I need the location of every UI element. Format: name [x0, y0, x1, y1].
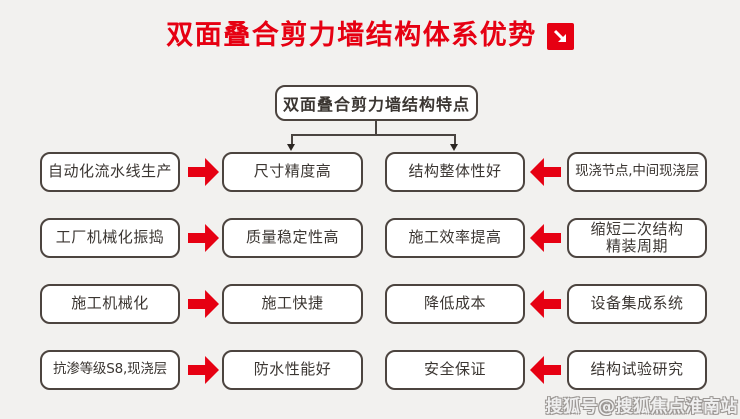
arrow-left-icon — [530, 224, 561, 252]
benefit-node-left: 尺寸精度高 — [222, 152, 363, 192]
row-2: 工厂机械化振捣 质量稳定性高 施工效率提高 缩短二次结构 精装周期 — [0, 218, 740, 258]
arrow-right-icon — [188, 290, 219, 318]
source-node-left: 工厂机械化振捣 — [40, 218, 180, 258]
connector-arrowhead-left-icon — [287, 144, 295, 151]
arrow-left-icon — [530, 158, 561, 186]
arrow-down-right-icon — [546, 22, 574, 50]
row-3: 施工机械化 施工快捷 降低成本 设备集成系统 — [0, 284, 740, 324]
benefit-node-right: 结构整体性好 — [385, 152, 525, 192]
connector-stub-left — [291, 134, 293, 144]
source-node-left: 抗渗等级S8,现浇层 — [40, 350, 180, 390]
page-title: 双面叠合剪力墙结构体系优势 — [166, 20, 537, 51]
arrow-right-icon — [188, 356, 219, 384]
arrow-left-icon — [530, 356, 561, 384]
connector-crossbar — [292, 134, 455, 136]
row-4: 抗渗等级S8,现浇层 防水性能好 安全保证 结构试验研究 — [0, 350, 740, 390]
benefit-node-right: 降低成本 — [385, 284, 525, 324]
arrow-left-icon — [530, 290, 561, 318]
benefit-node-right: 安全保证 — [385, 350, 525, 390]
benefit-node-right: 施工效率提高 — [385, 218, 525, 258]
source-node-right: 现浇节点,中间现浇层 — [567, 152, 707, 192]
watermark: 搜狐号@搜狐焦点淮南站 — [545, 397, 738, 417]
source-node-left: 自动化流水线生产 — [40, 152, 180, 192]
benefit-node-left: 防水性能好 — [222, 350, 363, 390]
benefit-node-left: 质量稳定性高 — [222, 218, 363, 258]
source-node-right: 缩短二次结构 精装周期 — [567, 218, 707, 258]
source-node-right: 结构试验研究 — [567, 350, 707, 390]
source-node-left: 施工机械化 — [40, 284, 180, 324]
connector-stem — [375, 121, 377, 134]
connector-arrowhead-right-icon — [450, 144, 458, 151]
source-node-right: 设备集成系统 — [567, 284, 707, 324]
connector-stub-right — [454, 134, 456, 144]
arrow-right-icon — [188, 224, 219, 252]
arrow-right-icon — [188, 158, 219, 186]
benefit-node-left: 施工快捷 — [222, 284, 363, 324]
page-title-row: 双面叠合剪力墙结构体系优势 — [0, 20, 740, 52]
row-1: 自动化流水线生产 尺寸精度高 结构整体性好 现浇节点,中间现浇层 — [0, 152, 740, 192]
root-node: 双面叠合剪力墙结构特点 — [275, 85, 478, 121]
